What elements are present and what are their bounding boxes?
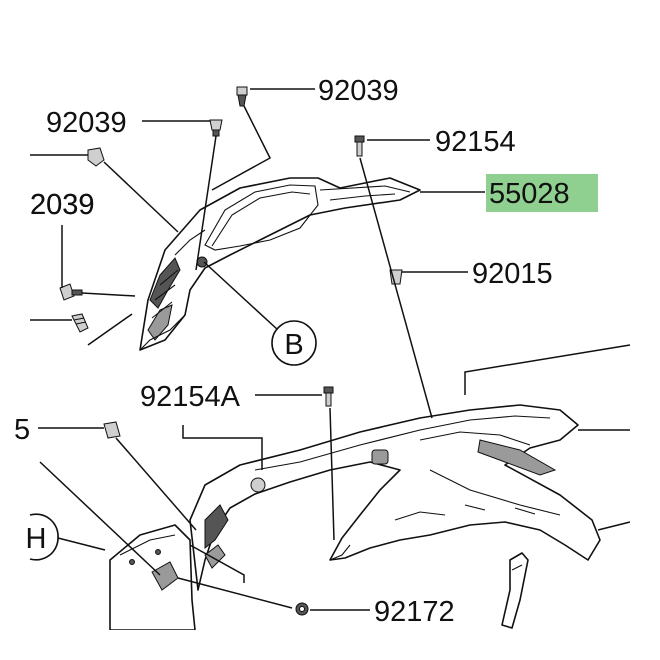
highlight-box-55028	[486, 174, 598, 212]
callout-b[interactable]: B	[271, 320, 317, 366]
page-mask-bottom	[0, 630, 660, 660]
label-92039-left[interactable]: 92039	[46, 107, 127, 139]
callout-h-repeat: H	[26, 513, 59, 561]
label-92154A[interactable]: 92154A	[140, 381, 241, 413]
lower-cowl	[189, 404, 601, 591]
label-92015[interactable]: 92015	[472, 258, 553, 290]
fastener-92154	[354, 135, 365, 157]
fastener-clip-left-lower	[103, 421, 121, 439]
left-panel-fragment	[109, 524, 196, 631]
label-92172[interactable]: 92172	[374, 596, 455, 628]
page-mask-left	[0, 0, 30, 660]
fastener-92172	[295, 602, 309, 616]
upper-cover-55028	[139, 177, 421, 351]
fastener-92039-top	[236, 86, 248, 107]
label-92039-side-repeat: 2039	[30, 189, 95, 221]
label-92039-side[interactable]: 2039	[30, 189, 95, 221]
page-mask-right	[630, 0, 660, 660]
fastener-92154A	[323, 386, 334, 407]
label-55028[interactable]: 55028	[489, 178, 570, 210]
fastener-92015	[389, 269, 403, 285]
fastener-clip-left-upper	[87, 147, 105, 167]
callout-h-letter-repeat: H	[26, 523, 47, 555]
label-92154[interactable]: 92154	[435, 126, 516, 158]
fastener-screw-left	[71, 313, 89, 333]
fastener-92039-left	[209, 119, 223, 137]
label-92039-top[interactable]: 92039	[318, 75, 399, 107]
label-edge-fragment: 5	[14, 414, 30, 446]
callout-b-letter: B	[284, 329, 303, 361]
side-bracket	[501, 552, 529, 629]
leader-lines	[30, 88, 631, 611]
fastener-92039-side	[59, 283, 83, 301]
